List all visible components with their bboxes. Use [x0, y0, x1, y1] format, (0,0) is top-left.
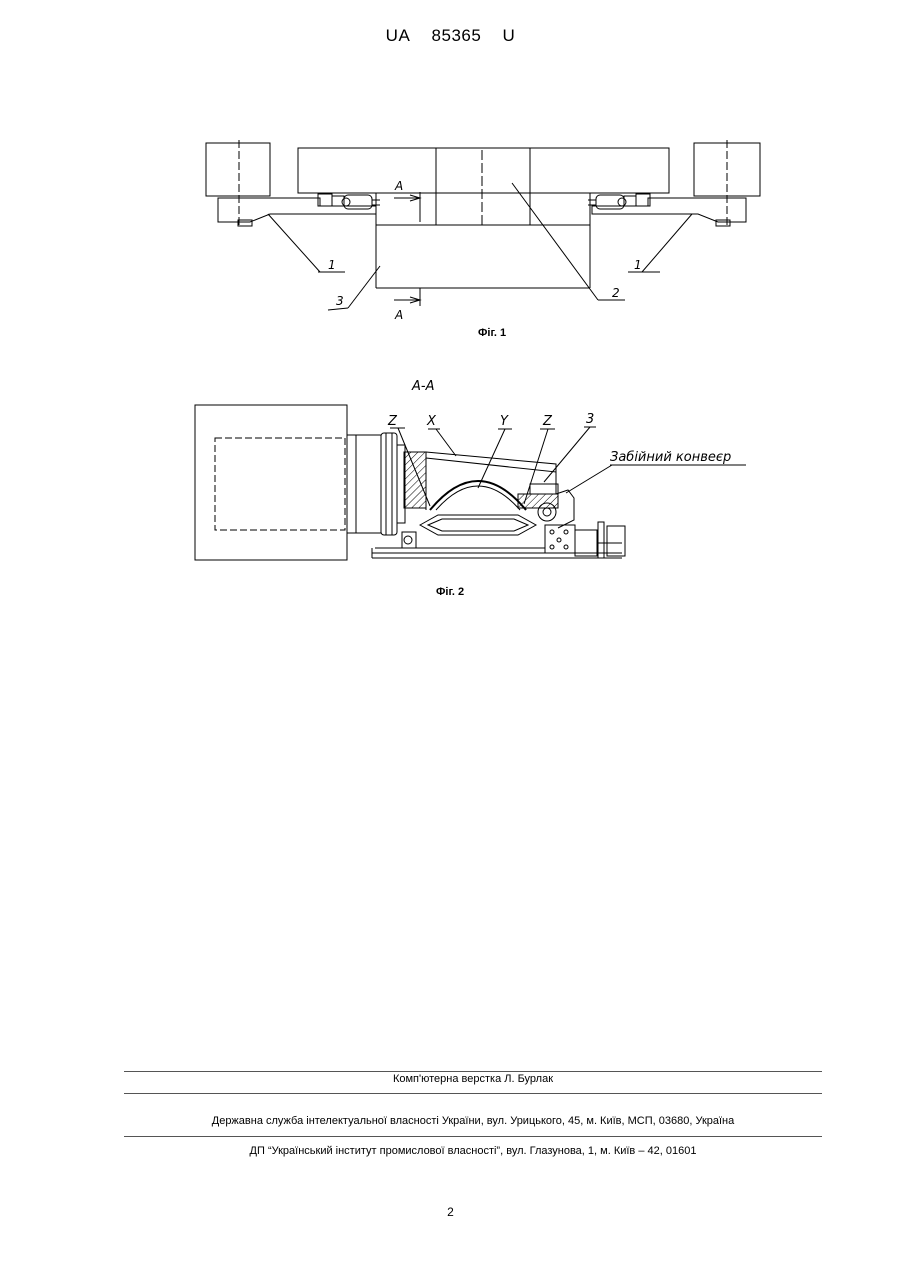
label-z-left: Z — [387, 414, 398, 429]
label-y: Y — [500, 414, 509, 429]
label-z-right: Z — [542, 414, 553, 429]
footer-divider-1 — [124, 1071, 822, 1072]
section-title-a-a: А-А — [411, 379, 434, 394]
footer-agency: Державна служба інтелектуальної власност… — [124, 1115, 822, 1127]
page-number: 2 — [0, 1205, 901, 1219]
conveyor-label: Забійний конвеєр — [610, 450, 731, 465]
label-3-fig2: 3 — [586, 412, 594, 427]
footer-divider-2 — [124, 1093, 822, 1094]
footer-layout-credit: Комп'ютерна верстка Л. Бурлак — [124, 1073, 822, 1085]
footer-institute: ДП “Український інститут промислової вла… — [124, 1145, 822, 1157]
figure-2-caption: Фіг. 2 — [436, 586, 464, 598]
figure-2-drawing: А-А Z X Y Z 3 Забійний конвеєр — [0, 0, 901, 600]
label-x: X — [426, 414, 437, 429]
footer-divider-3 — [124, 1136, 822, 1137]
